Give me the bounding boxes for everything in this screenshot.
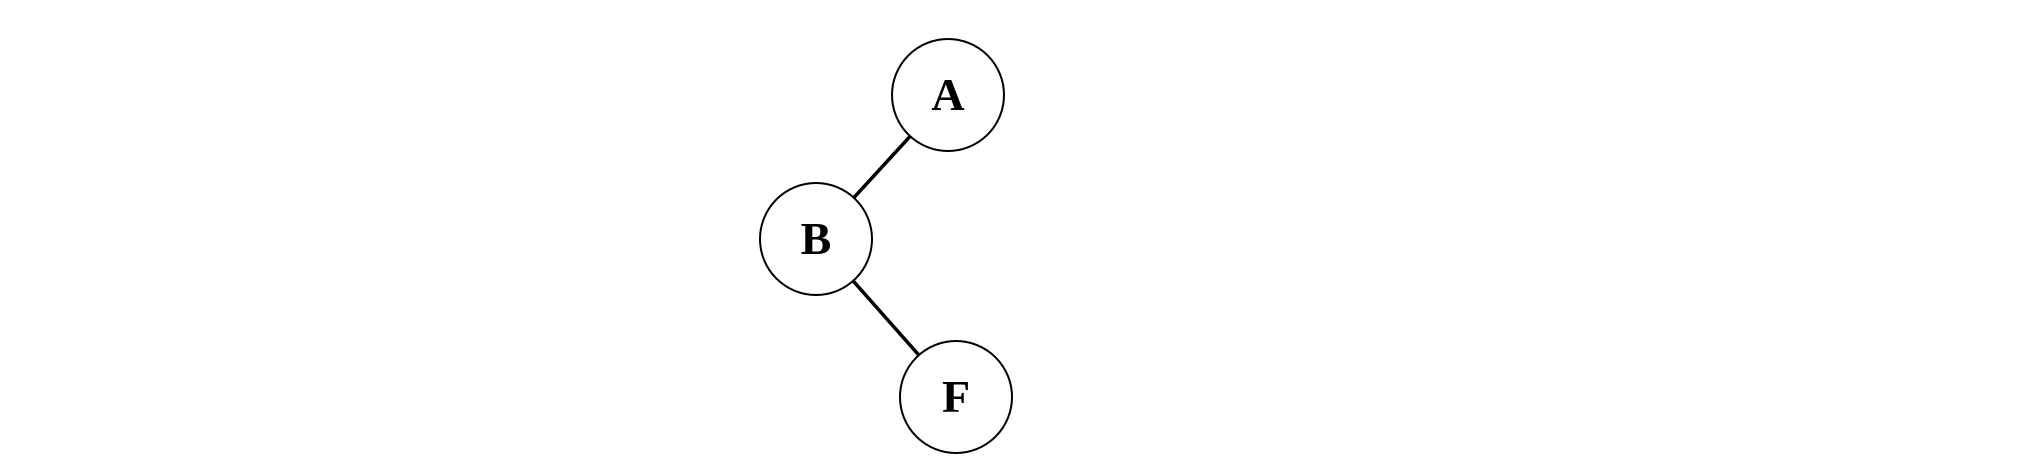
node-circle-B [759, 182, 873, 296]
node-label-F: F [942, 371, 970, 422]
node-A: A [891, 38, 1005, 152]
node-circle-F [899, 340, 1013, 454]
node-label-A: A [931, 69, 964, 120]
node-circle-A [891, 38, 1005, 152]
nodes-layer: A B F [759, 38, 1013, 454]
node-label-B: B [801, 213, 832, 264]
node-B: B [759, 182, 873, 296]
node-F: F [899, 340, 1013, 454]
